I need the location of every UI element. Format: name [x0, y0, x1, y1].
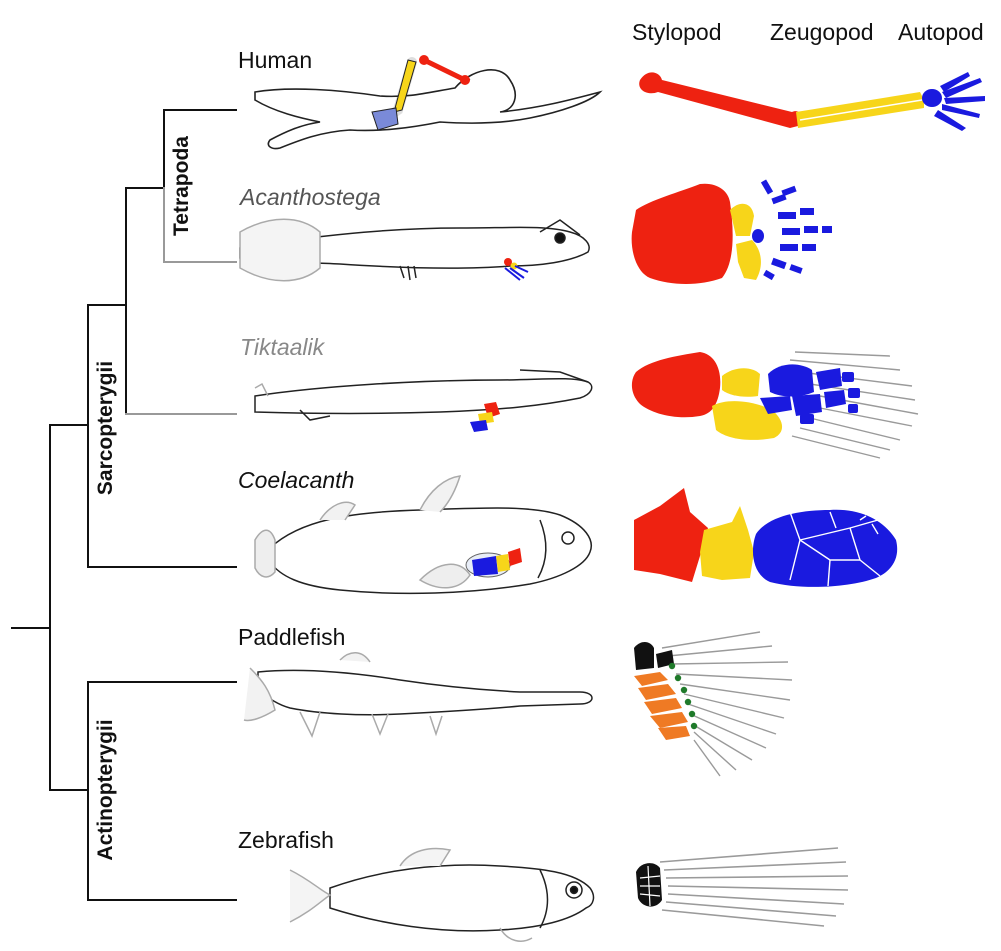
- acanthostega-autopod-bones: [752, 179, 832, 280]
- human-autopod-bones: [922, 72, 985, 131]
- human-elbow-joint: [460, 75, 470, 85]
- coelacanth-zeugopod-bone: [700, 506, 754, 580]
- acanthostega-limb-miniature: [504, 258, 528, 280]
- zebrafish-fin-rays: [660, 848, 848, 926]
- tiktaalik-stylopod-bone: [632, 352, 720, 417]
- taxon-label-zebrafish: Zebrafish: [238, 827, 334, 853]
- taxon-label-tiktaalik: Tiktaalik: [240, 334, 326, 360]
- tiktaalik-illustration: [255, 370, 592, 420]
- paddlefish-proximal-radials: [634, 672, 690, 740]
- human-forearm: [394, 60, 416, 112]
- paddlefish-basal-elements: [634, 642, 674, 670]
- human-humerus: [424, 60, 465, 80]
- human-illustration: [255, 60, 600, 149]
- coelacanth-illustration: [255, 476, 591, 593]
- human-stylopod-bone: [639, 72, 802, 128]
- tiktaalik-zeugopod-radius: [722, 368, 760, 397]
- paddlefish-fin-schematic: [634, 632, 792, 776]
- phylogenetic-tree: [12, 110, 236, 900]
- paddlefish-illustration: [244, 653, 592, 736]
- zebrafish-fin-schematic: [636, 848, 848, 926]
- coelacanth-fin-miniature: [466, 548, 522, 577]
- zeugopod-header: Zeugopod: [770, 19, 874, 45]
- tiktaalik-fin-miniature: [470, 402, 500, 432]
- acanthostega-limb-schematic: [632, 179, 832, 284]
- clade-label-actinopterygii: Actinopterygii: [94, 719, 117, 860]
- zebrafish-illustration: [290, 849, 593, 942]
- human-shoulder-joint: [419, 55, 429, 65]
- autopod-header: Autopod: [898, 19, 984, 45]
- clade-label-sarcopterygii: Sarcopterygii: [94, 361, 117, 495]
- taxon-label-human: Human: [238, 47, 312, 73]
- acanthostega-stylopod-bone: [632, 184, 733, 284]
- stylopod-header: Stylopod: [632, 19, 722, 45]
- human-hand: [372, 108, 398, 130]
- coelacanth-stylopod-bone: [634, 488, 708, 582]
- taxon-label-paddlefish: Paddlefish: [238, 624, 345, 650]
- taxon-label-acanthostega: Acanthostega: [238, 184, 381, 210]
- paddlefish-fin-rays: [662, 632, 792, 776]
- human-limb-schematic: [639, 72, 985, 131]
- coelacanth-fin-schematic: [634, 488, 897, 587]
- taxon-label-coelacanth: Coelacanth: [238, 467, 354, 493]
- clade-label-tetrapoda: Tetrapoda: [170, 136, 193, 236]
- tiktaalik-fin-schematic: [632, 352, 918, 458]
- acanthostega-illustration: [240, 219, 589, 281]
